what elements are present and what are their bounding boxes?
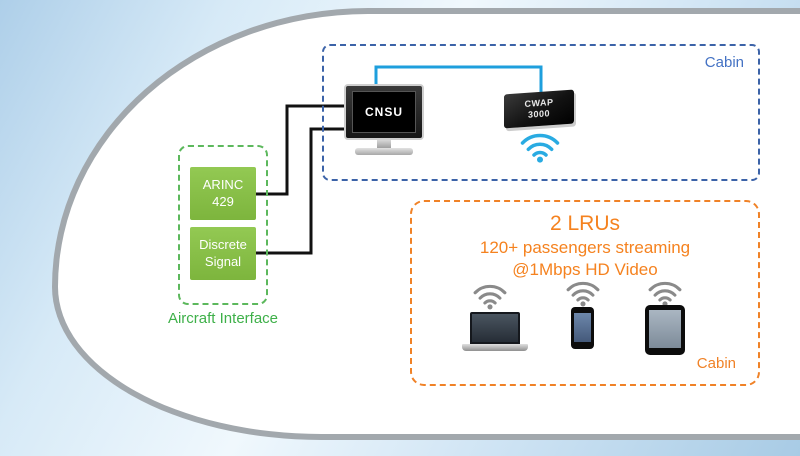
- discrete-signal-node: Discrete Signal: [190, 227, 256, 280]
- cwap-wifi-icon: [520, 133, 560, 163]
- tablet-device: [645, 305, 685, 355]
- laptop-wifi-icon: [473, 284, 507, 310]
- stat-passengers: 120+ passengers streaming: [479, 238, 691, 257]
- cnsu-monitor-base: [355, 148, 413, 155]
- cwap-device: CWAP 3000: [504, 89, 574, 129]
- cabin-passenger-zone: 2 LRUs 120+ passengers streaming @1Mbps …: [410, 200, 760, 386]
- laptop-screen: [470, 312, 520, 344]
- cwap-label: CWAP 3000: [524, 97, 554, 120]
- smartphone-body: [571, 307, 594, 349]
- tablet-body: [645, 305, 685, 355]
- cnsu-device: CNSU: [344, 84, 424, 155]
- stat-video: @1Mbps HD Video: [512, 260, 658, 279]
- tablet-wifi-icon: [648, 281, 682, 307]
- cnsu-monitor-bezel: CNSU: [344, 84, 424, 140]
- cabin-passenger-zone-label: Cabin: [696, 355, 736, 372]
- cabin-equipment-zone-label: Cabin: [704, 54, 744, 71]
- cnsu-monitor-stand: [377, 140, 391, 148]
- laptop-device: [462, 312, 528, 351]
- aircraft-interface-label: Aircraft Interface: [167, 310, 279, 327]
- cnsu-label: CNSU: [352, 91, 416, 133]
- smartphone-screen: [574, 313, 591, 342]
- streaming-stats: 2 LRUs 120+ passengers streaming @1Mbps …: [412, 212, 758, 280]
- stat-lrus: 2 LRUs: [549, 212, 621, 235]
- smartphone-device: [571, 307, 594, 349]
- laptop-keyboard-base: [462, 344, 528, 351]
- arinc-429-node: ARINC 429: [190, 167, 256, 220]
- tablet-screen: [649, 310, 681, 348]
- smartphone-wifi-icon: [566, 281, 600, 307]
